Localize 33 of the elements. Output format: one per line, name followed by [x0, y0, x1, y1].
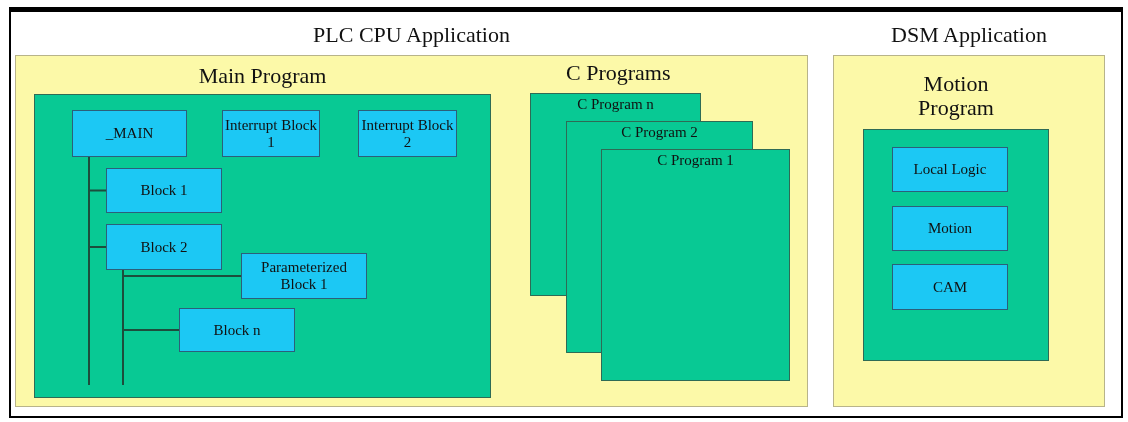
block-box [892, 206, 1008, 251]
block-box [222, 110, 320, 157]
block-box [72, 110, 187, 157]
block-label: Motion [927, 220, 973, 237]
program-page [530, 93, 701, 121]
block-label: Block n [213, 321, 261, 339]
tree-line [122, 269, 180, 331]
block-box [892, 264, 1008, 310]
block-box [358, 110, 457, 157]
block-label: Interrupt Block 2 [360, 116, 455, 151]
block-box [179, 308, 295, 352]
block-box [241, 253, 367, 299]
block-label: _MAIN [105, 125, 154, 142]
panel-title: PLC CPU Application [313, 22, 510, 48]
block-label: Parameterized Block 1 [260, 259, 348, 293]
program-title: Main Program [198, 63, 327, 89]
block-box [106, 224, 222, 270]
block-label: CAM [932, 278, 968, 296]
block-label: Block 2 [140, 238, 188, 256]
program-page [566, 121, 753, 149]
block-box [892, 147, 1008, 192]
program-page [601, 149, 790, 381]
page-title: C Program n [577, 96, 654, 112]
program-title: Motion Program [917, 72, 995, 120]
block-label: Block 1 [140, 182, 188, 199]
tree-line [88, 156, 107, 248]
block-label: Local Logic [913, 161, 987, 178]
panel-title: DSM Application [891, 22, 1047, 48]
page-title: C Program 1 [657, 152, 734, 168]
block-label: Interrupt Block 1 [223, 116, 319, 151]
block-box [106, 168, 222, 213]
page-title: C Program 2 [621, 124, 698, 140]
section-heading: C Programs [566, 60, 671, 86]
